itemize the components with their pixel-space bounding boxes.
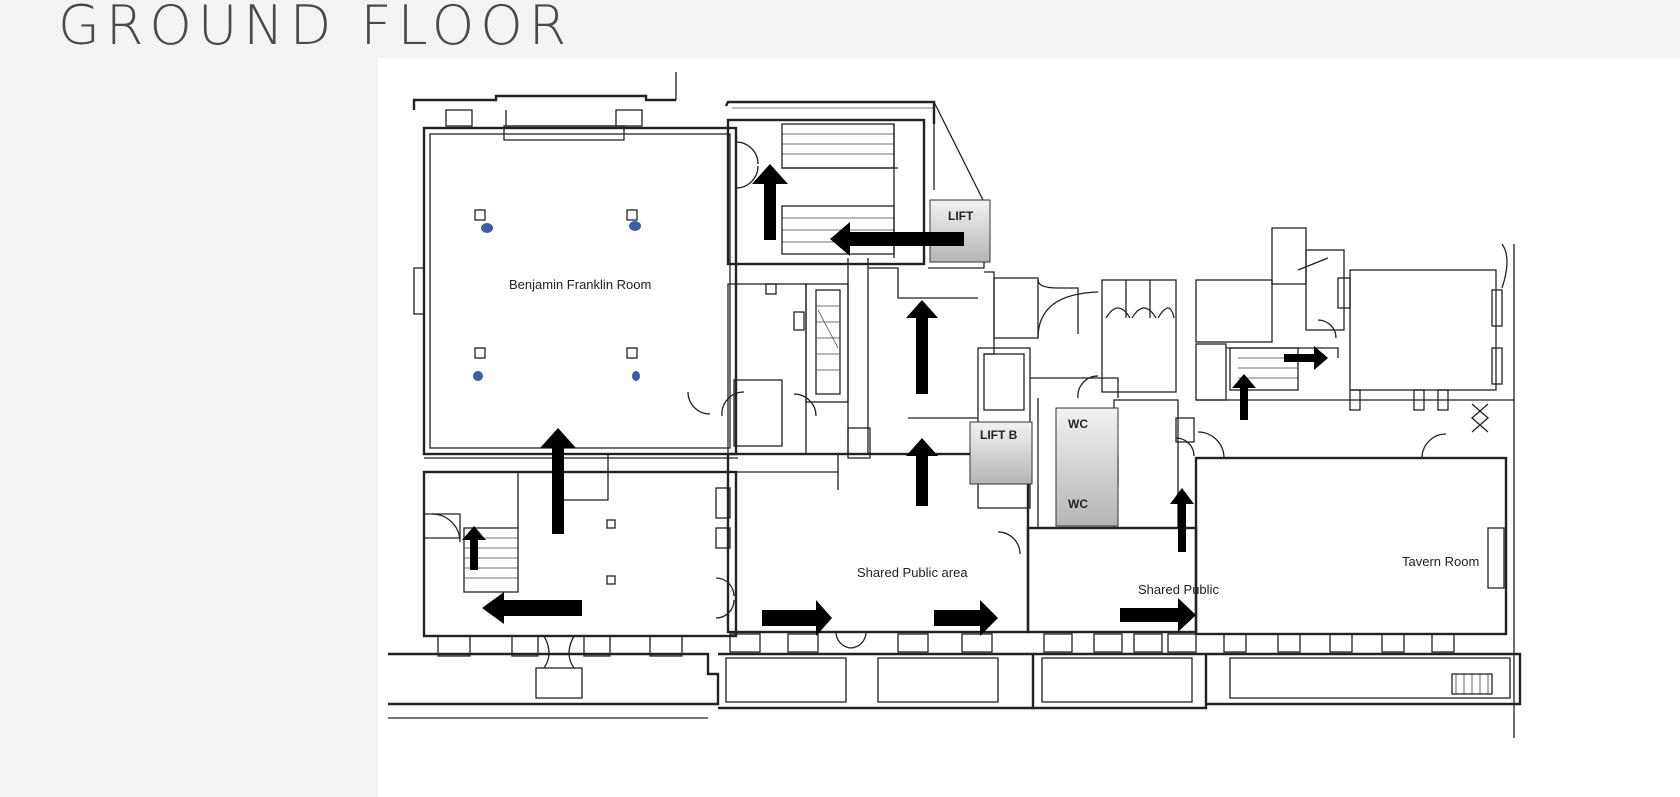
lift-label: LIFT xyxy=(948,209,974,223)
central-block-walls xyxy=(687,100,1035,710)
arrow-up-icon xyxy=(1232,374,1256,420)
arrow-left-icon xyxy=(830,222,964,256)
lift-box xyxy=(929,199,991,263)
marker-dot xyxy=(629,221,641,231)
lift-b-box xyxy=(969,421,1033,485)
room-label-benjamin-franklin: Benjamin Franklin Room xyxy=(509,277,651,292)
marker-dot xyxy=(481,223,493,233)
room-label-shared-public-area-east-1: Shared Public xyxy=(1138,582,1219,597)
wc-box xyxy=(1055,407,1119,527)
wc-lower-label: WC xyxy=(1068,497,1088,511)
direction-arrows xyxy=(462,164,1328,636)
arrow-right-icon xyxy=(1120,598,1196,632)
wc-upper-label: WC xyxy=(1068,417,1088,431)
arrow-up-icon xyxy=(906,300,938,394)
page-title: GROUND FLOOR xyxy=(58,0,573,57)
arrow-up-icon xyxy=(906,438,938,506)
arrow-left-icon xyxy=(482,592,582,624)
arrow-up-icon xyxy=(752,164,788,240)
lift-b-label: LIFT B xyxy=(980,428,1018,442)
marker-dot xyxy=(473,371,483,381)
arrow-up-icon xyxy=(462,526,486,570)
arrow-up-icon xyxy=(540,428,576,534)
marker-dot xyxy=(632,371,640,381)
west-block-walls xyxy=(388,72,759,719)
room-label-tavern: Tavern Room xyxy=(1402,554,1479,569)
arrow-right-icon xyxy=(762,600,832,636)
floor-plan: LIFT LIFT B WC WC Benjamin Franklin Room… xyxy=(388,72,1522,738)
arrow-right-icon xyxy=(934,600,998,636)
room-label-shared-public-area: Shared Public area xyxy=(857,565,968,580)
floor-plan-panel: LIFT LIFT B WC WC Benjamin Franklin Room… xyxy=(378,58,1680,797)
arrow-right-icon xyxy=(1284,346,1328,370)
east-block-walls xyxy=(1194,227,1522,738)
arrow-up-icon xyxy=(1170,488,1194,552)
column-markers xyxy=(473,209,641,585)
